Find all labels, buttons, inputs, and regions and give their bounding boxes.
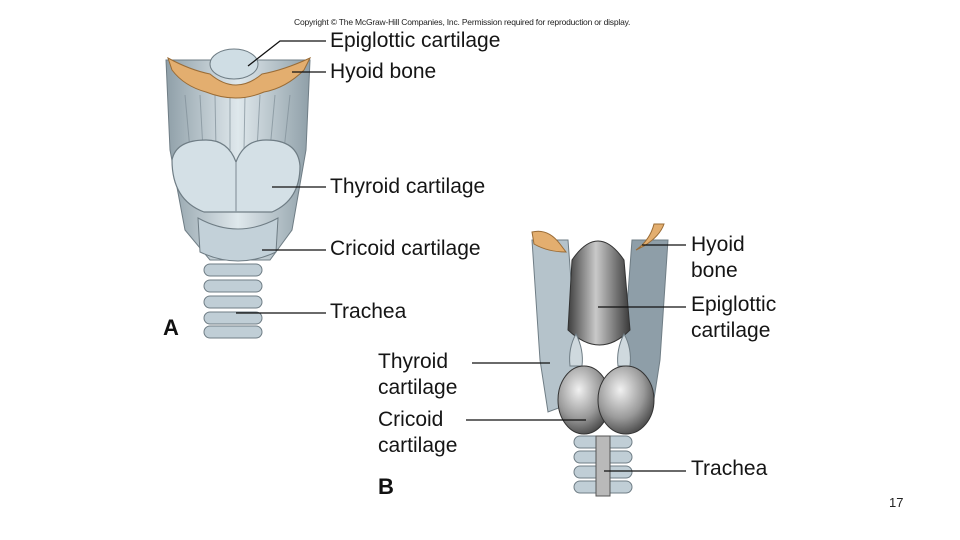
label-thyroid-cartilage-a: Thyroid cartilage [330,175,486,198]
figure-b-illustration [531,223,669,497]
label-hyoid-bone-a: Hyoid bone [330,60,437,83]
label-hyoid-bone-b: Hyoid bone [691,233,745,282]
panel-label-a: A [163,315,179,340]
label-cricoid-cartilage-b: Cricoid cartilage [378,408,458,457]
panel-label-b: B [378,474,394,499]
label-cricoid-cartilage-a: Cricoid cartilage [330,237,481,260]
trachea-rings-a [203,263,263,339]
page-number: 17 [889,495,904,510]
figure-a-leader-lines [236,40,326,314]
label-epiglottic-cartilage-b: Epiglottic cartilage [691,293,777,342]
label-epiglottic-cartilage-a: Epiglottic cartilage [330,29,501,52]
label-trachea-a: Trachea [330,300,407,323]
label-thyroid-cartilage-b: Thyroid cartilage [378,350,458,399]
trachea-rings-b [573,435,633,497]
copyright-notice: Copyright © The McGraw-Hill Companies, I… [294,17,631,27]
figure-a-illustration [165,48,312,339]
figure-b-leader-lines [466,244,686,472]
label-trachea-b: Trachea [691,457,768,480]
